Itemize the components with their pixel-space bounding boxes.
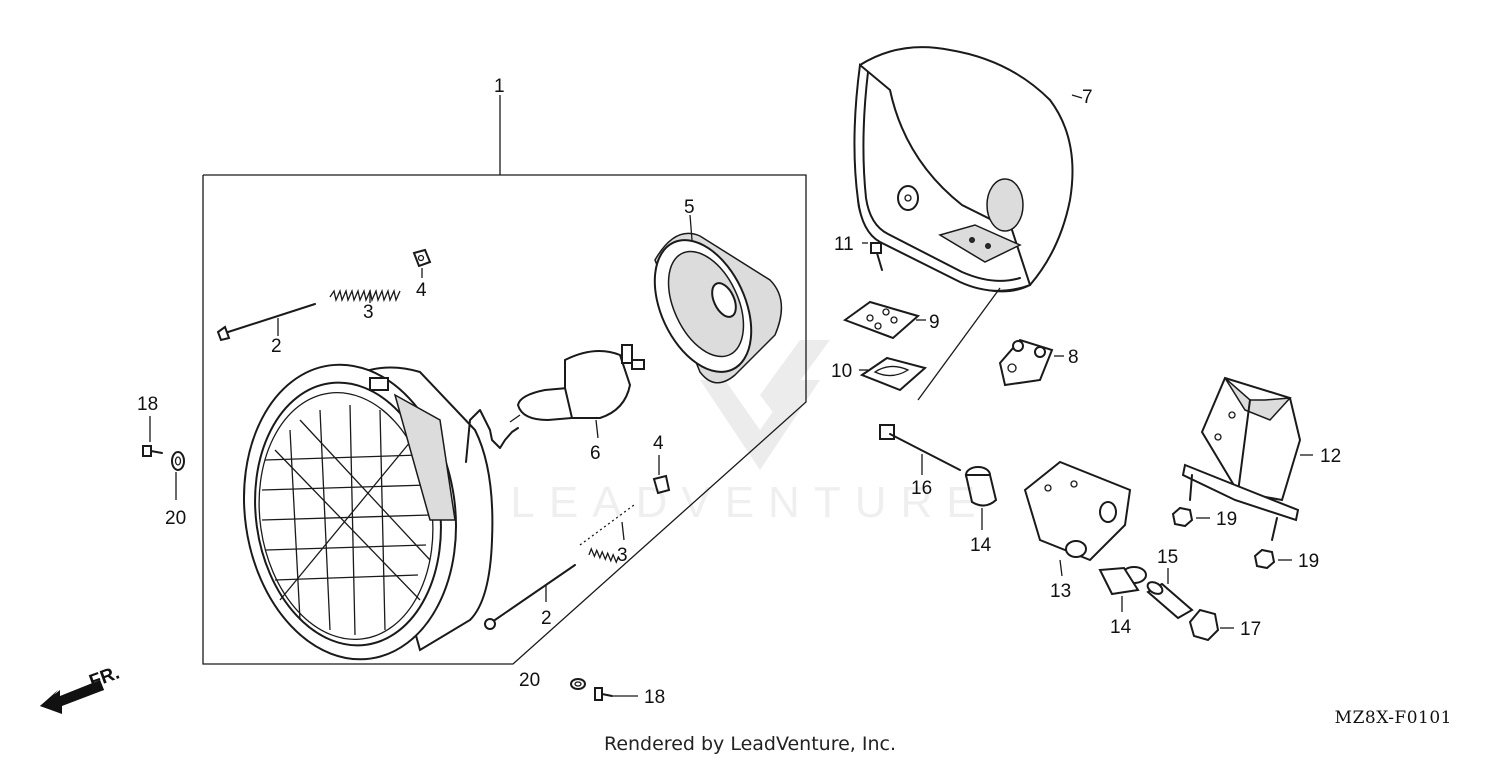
part-10-clamp — [859, 356, 928, 392]
callout-2: 2 — [271, 336, 282, 357]
callout-10: 10 — [831, 361, 852, 382]
part-17-cap-nut — [1188, 608, 1234, 642]
callout-11: 11 — [834, 234, 854, 255]
part-4-nut-lower — [652, 455, 671, 495]
callout-15: 15 — [1157, 547, 1178, 568]
callout-2: 2 — [541, 608, 552, 629]
callout-12: 12 — [1320, 446, 1341, 467]
part-6-bulb — [509, 344, 645, 439]
callout-14: 14 — [970, 535, 992, 556]
part-2-bolt-upper — [216, 303, 316, 342]
callout-18: 18 — [644, 687, 665, 708]
callout-4: 4 — [653, 433, 664, 454]
part-14-collar-upper — [964, 466, 998, 530]
part-15-spacer — [1146, 568, 1194, 620]
callout-3: 3 — [363, 302, 374, 323]
callout-18: 18 — [137, 394, 158, 415]
part-3-spring-lower — [579, 504, 635, 564]
part-12-stay — [1181, 376, 1313, 541]
part-18-20-left — [142, 416, 185, 500]
part-16-bolt — [879, 424, 961, 475]
callout-16: 16 — [911, 478, 932, 499]
part-9-plate — [842, 300, 926, 340]
part-2-bolt-lower — [484, 564, 576, 630]
callout-20: 20 — [519, 670, 540, 691]
callout-7: 7 — [1082, 87, 1093, 108]
diagram-code: MZ8X-F0101 — [1334, 708, 1452, 728]
part-7-headlight-case — [853, 46, 1083, 401]
callout-4: 4 — [416, 280, 427, 301]
callout-13: 13 — [1050, 581, 1071, 602]
callout-17: 17 — [1240, 619, 1261, 640]
callout-14: 14 — [1110, 617, 1132, 638]
callout-5: 5 — [684, 197, 695, 218]
part-3-spring-upper — [329, 288, 401, 303]
watermark-logo — [700, 340, 830, 470]
callout-1: 1 — [494, 76, 505, 97]
part-14-collar-lower — [1098, 566, 1147, 612]
watermark-text: LEADVENTURE — [510, 478, 990, 527]
part-4-nut-upper — [412, 248, 432, 278]
part-13-bracket — [1023, 460, 1132, 577]
part-8-bracket — [998, 338, 1064, 387]
callout-19: 19 — [1216, 509, 1237, 530]
callout-8: 8 — [1068, 347, 1079, 368]
front-direction-label: FR. — [87, 662, 123, 692]
wire-clip — [465, 409, 519, 463]
callout-20: 20 — [165, 508, 186, 529]
part-5-socket-cover — [653, 214, 783, 384]
callout-3: 3 — [617, 545, 628, 566]
footer-credit: Rendered by LeadVenture, Inc. — [603, 733, 897, 755]
front-direction-arrow-icon — [40, 680, 104, 714]
callout-9: 9 — [929, 312, 940, 333]
part-11-bolt — [862, 242, 883, 271]
headlight-unit — [243, 363, 494, 661]
assembly-group-outline — [202, 95, 807, 665]
callout-6: 6 — [590, 443, 601, 464]
part-20-18-bottom — [570, 678, 638, 701]
callout-19: 19 — [1298, 551, 1319, 572]
part-19-nuts — [1171, 506, 1292, 570]
